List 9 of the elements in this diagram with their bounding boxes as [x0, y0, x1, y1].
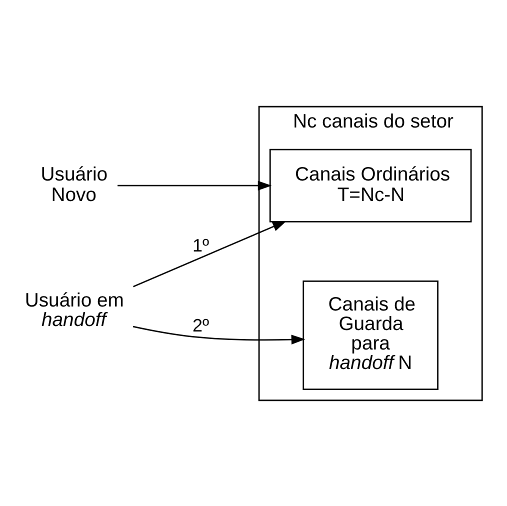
edge-label: 2º	[192, 315, 210, 336]
arrow	[132, 325, 306, 344]
node-box: Canais Ordinários T=Nc-N	[269, 148, 472, 222]
arrow	[133, 220, 286, 287]
arrow	[118, 180, 272, 190]
edge-label: 1º	[192, 234, 210, 255]
node-text: Usuário Novo	[40, 162, 108, 206]
node-text: Usuário em handoff	[24, 288, 124, 330]
node-box: Canais de Guarda para handoff N	[302, 280, 438, 390]
